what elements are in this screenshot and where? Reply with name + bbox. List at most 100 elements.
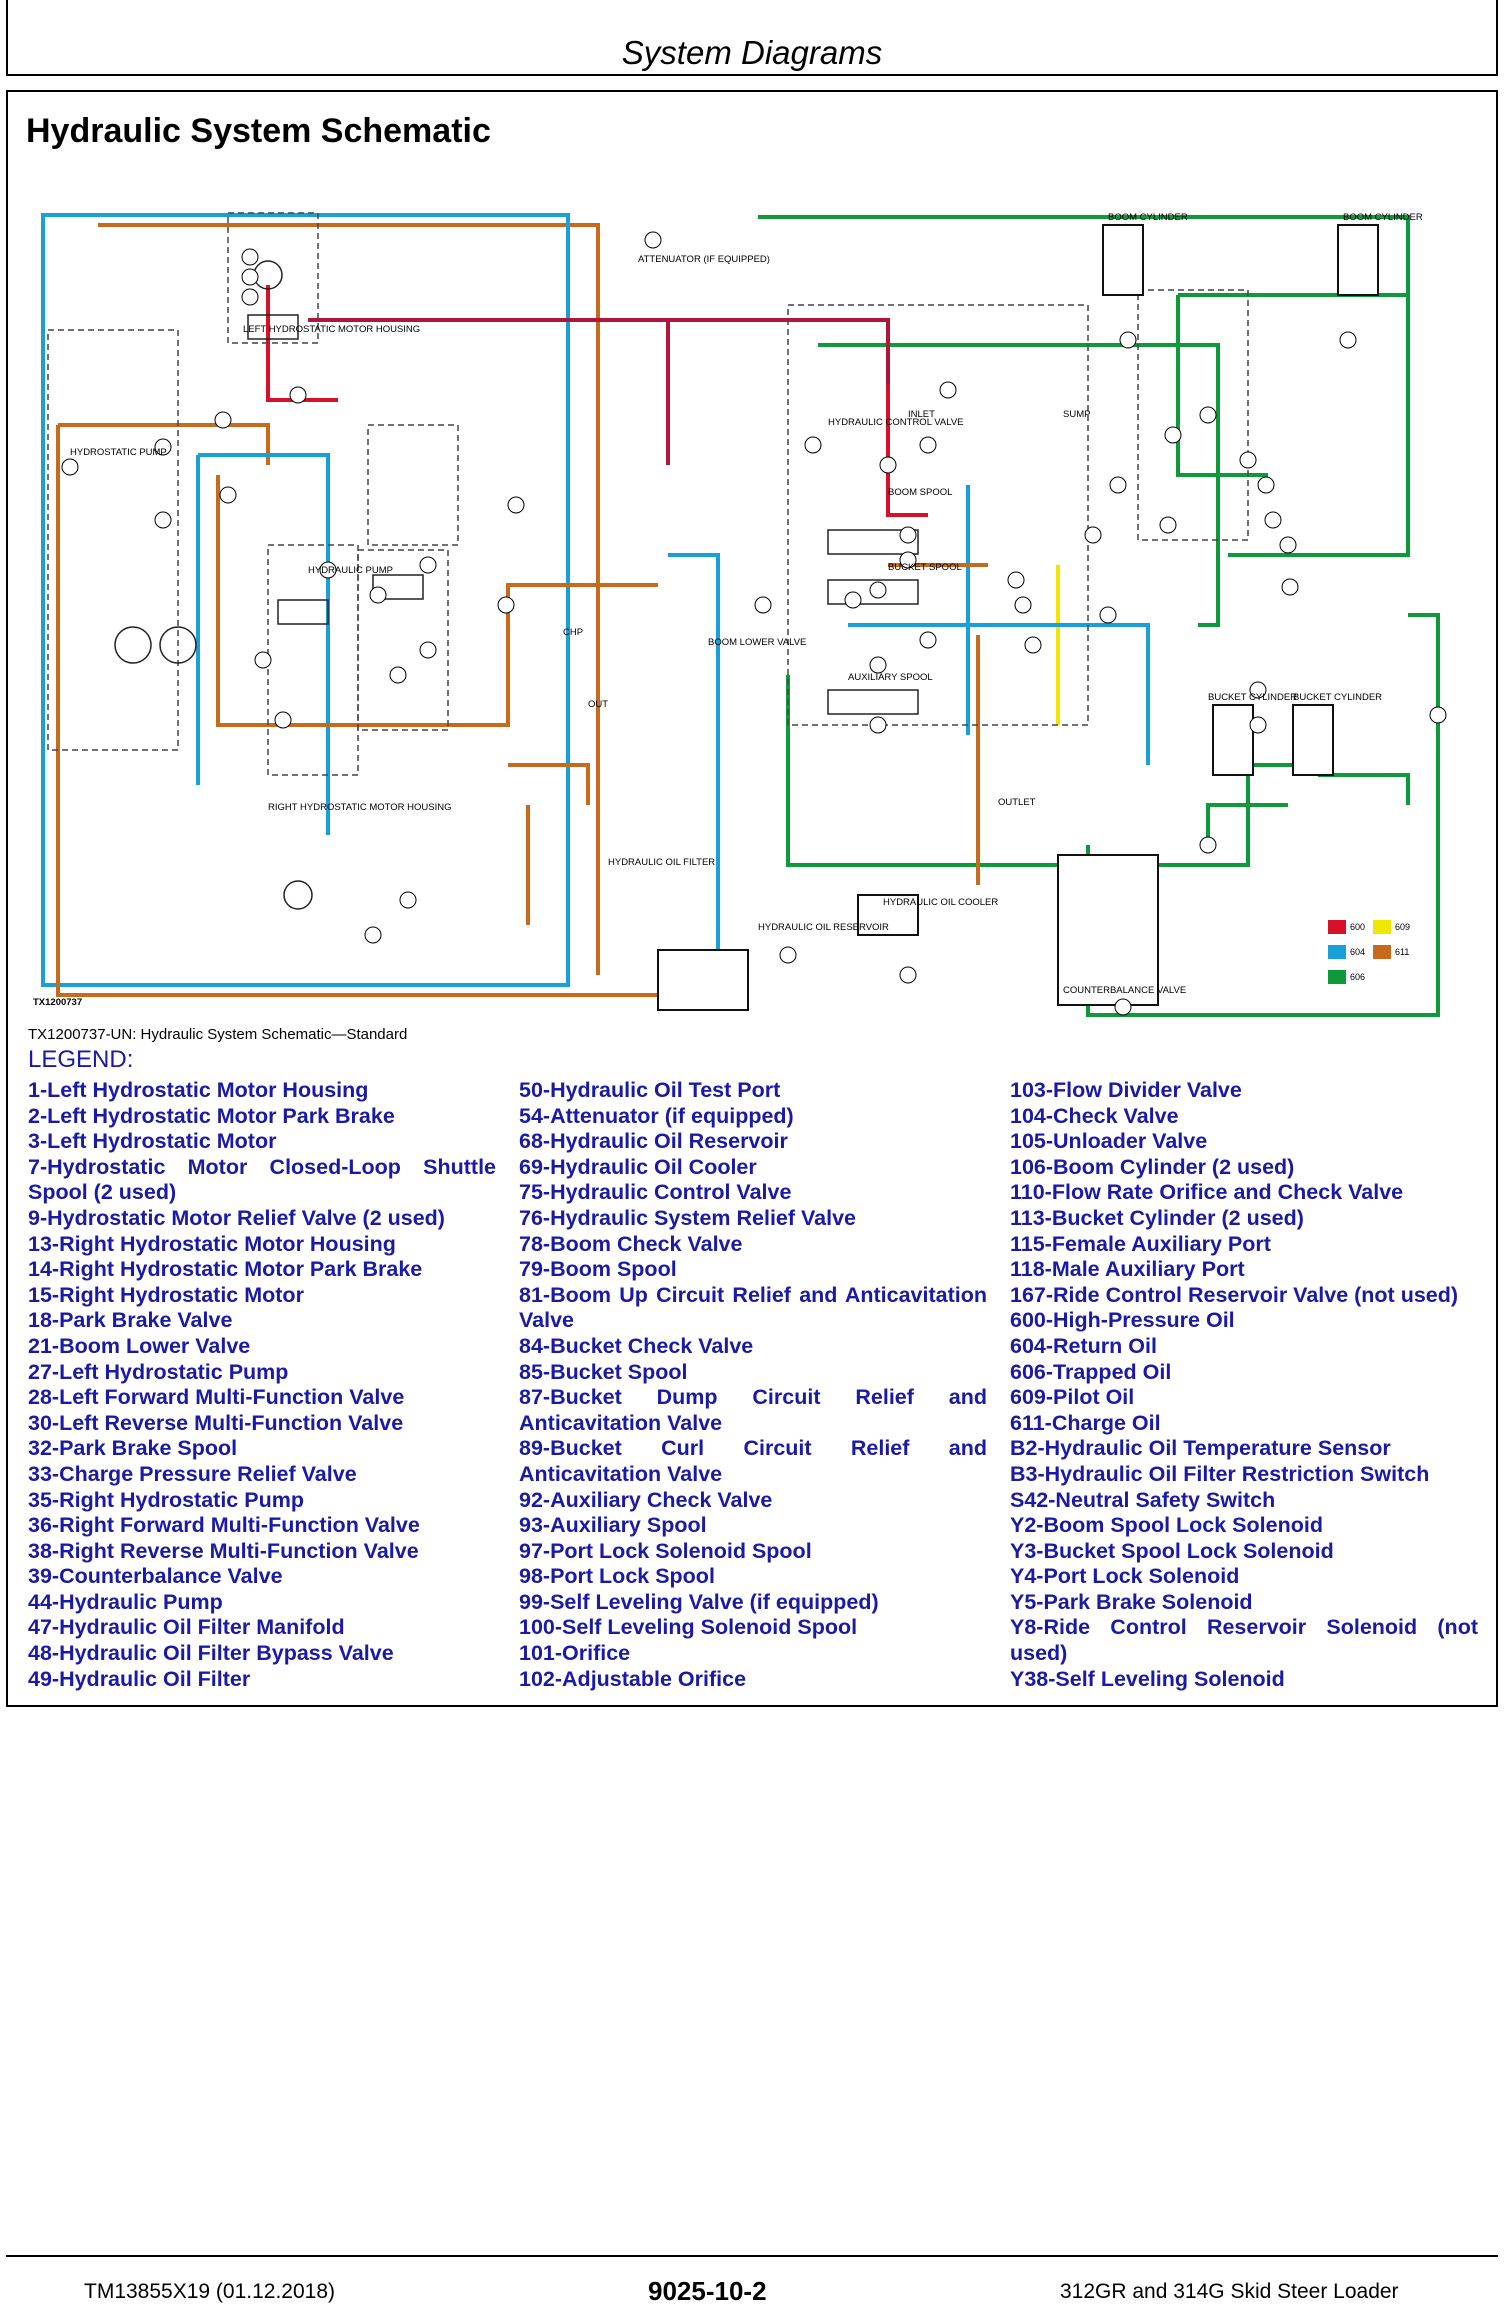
legend-item: Y5-Park Brake Solenoid [1010, 1589, 1253, 1614]
key-604: 604 [1350, 947, 1365, 957]
label-auxiliary-spool: AUXILIARY SPOOL [848, 672, 933, 683]
legend-item: 101-Orifice [519, 1641, 631, 1666]
control-valve-housing [787, 304, 1089, 726]
legend-item: 3-Left Hydrostatic Motor [28, 1129, 277, 1154]
label-oil-filter: HYDRAULIC OIL FILTER [608, 857, 715, 868]
label-boom-lower-valve: BOOM LOWER VALVE [708, 637, 806, 648]
key-611-swatch [1373, 945, 1391, 959]
key-611: 611 [1395, 947, 1409, 957]
legend-item: 81-Boom Up Circuit Relief and Anticavita… [519, 1282, 987, 1333]
legend-item: 99-Self Leveling Valve (if equipped) [519, 1589, 879, 1614]
legend-item: 89-Bucket Curl Circuit Relief and Antica… [519, 1436, 987, 1486]
label-outlet: OUTLET [998, 797, 1036, 808]
label-sump: SUMP [1063, 409, 1090, 420]
legend-item: 27-Left Hydrostatic Pump [28, 1359, 289, 1384]
legend-item: 79-Boom Spool [519, 1257, 677, 1282]
legend-title: LEGEND: [28, 1046, 134, 1073]
legend-item: 85-Bucket Spool [519, 1359, 688, 1384]
label-out: OUT [588, 699, 608, 710]
oil-cooler [857, 894, 919, 936]
key-606-swatch [1328, 970, 1346, 984]
legend-item: 68-Hydraulic Oil Reservoir [519, 1129, 788, 1154]
legend-item: 21-Boom Lower Valve [28, 1333, 251, 1358]
pressure-line-left [266, 285, 338, 402]
legend-item: 103-Flow Divider Valve [1010, 1078, 1242, 1102]
footer-rule [6, 2255, 1498, 2257]
bucket-line [1206, 773, 1410, 845]
figure-caption: TX1200737-UN: Hydraulic System Schematic… [28, 1026, 408, 1043]
legend-item: 2-Left Hydrostatic Motor Park Brake [28, 1103, 395, 1128]
legend-item: 39-Counterbalance Valve [28, 1564, 283, 1589]
legend-item: 54-Attenuator (if equipped) [519, 1103, 794, 1128]
key-604-swatch [1328, 945, 1346, 959]
footer-doc-id: TM13855X19 (01.12.2018) [84, 2280, 336, 2303]
pressure-line-spool [886, 385, 928, 517]
legend-item: 100-Self Leveling Solenoid Spool [519, 1615, 858, 1640]
park-brake-housing [367, 424, 459, 546]
label-control-valve: HYDRAULIC CONTROL VALVE [828, 417, 964, 428]
legend-item: 113-Bucket Cylinder (2 used) [1010, 1205, 1304, 1230]
trapped-line-top [758, 215, 1410, 557]
legend-item: 78-Boom Check Valve [519, 1231, 743, 1256]
legend-item: 611-Charge Oil [1010, 1410, 1161, 1435]
label-left-motor-housing: LEFT HYDROSTATIC MOTOR HOUSING [243, 324, 420, 335]
legend-item: 69-Hydraulic Oil Cooler [519, 1154, 757, 1179]
key-600-swatch [1328, 920, 1346, 934]
charge-line-filter [508, 763, 590, 925]
legend-item: 167-Ride Control Reservoir Valve (not us… [1010, 1282, 1459, 1307]
legend-item: 7-Hydrostatic Motor Closed-Loop Shuttle … [28, 1154, 496, 1205]
label-hydraulic-pump: HYDRAULIC PUMP [308, 565, 393, 576]
legend-item: S42-Neutral Safety Switch [1010, 1487, 1276, 1512]
legend-item: 84-Bucket Check Valve [519, 1333, 754, 1358]
legend-item: Y38-Self Leveling Solenoid [1010, 1666, 1285, 1691]
filter-housing [357, 549, 449, 731]
legend-item: 50-Hydraulic Oil Test Port [519, 1078, 781, 1102]
legend-item: 30-Left Reverse Multi-Function Valve [28, 1410, 404, 1435]
legend-item: 13-Right Hydrostatic Motor Housing [28, 1231, 396, 1256]
legend-item: 110-Flow Rate Orifice and Check Valve [1010, 1180, 1404, 1205]
legend-item: 87-Bucket Dump Circuit Relief and Antica… [519, 1385, 987, 1435]
hydraulic-schematic: LEFT HYDROSTATIC MOTOR HOUSING HYDROSTAT… [33, 212, 1447, 1017]
left-motor-housing [227, 212, 319, 344]
legend-item: 75-Hydraulic Control Valve [519, 1180, 792, 1205]
boom-cylinder-right [1337, 224, 1379, 296]
legend-item: 28-Left Forward Multi-Function Valve [28, 1385, 405, 1410]
header-title: System Diagrams [621, 34, 883, 71]
legend-item: 118-Male Auxiliary Port [1010, 1257, 1245, 1282]
label-attenuator: ATTENUATOR (IF EQUIPPED) [638, 254, 770, 265]
key-600: 600 [1350, 922, 1365, 932]
legend-item: Y2-Boom Spool Lock Solenoid [1010, 1513, 1323, 1538]
self-leveling-housing [1137, 289, 1249, 541]
legend-item: 32-Park Brake Spool [28, 1436, 238, 1461]
bucket-cylinder-left [1212, 704, 1254, 776]
legend-item: 49-Hydraulic Oil Filter [28, 1666, 251, 1691]
legend-item: 104-Check Valve [1010, 1103, 1179, 1128]
legend-item: 18-Park Brake Valve [28, 1308, 233, 1333]
legend-item: 76-Hydraulic System Relief Valve [519, 1205, 857, 1230]
label-right-motor-housing: RIGHT HYDROSTATIC MOTOR HOUSING [268, 802, 452, 813]
legend-item: 604-Return Oil [1010, 1333, 1157, 1358]
trapped-line-mid [818, 343, 1220, 627]
key-606: 606 [1350, 972, 1365, 982]
key-609-swatch [1373, 920, 1391, 934]
legend-item: 35-Right Hydrostatic Pump [28, 1487, 304, 1512]
legend-item: B3-Hydraulic Oil Filter Restriction Swit… [1010, 1461, 1430, 1486]
label-reservoir: HYDRAULIC OIL RESERVOIR [758, 922, 889, 933]
legend-item: 609-Pilot Oil [1010, 1385, 1135, 1410]
legend-item: 606-Trapped Oil [1010, 1359, 1172, 1384]
legend-item: 93-Auxiliary Spool [519, 1513, 707, 1538]
hydrostatic-pump-housing [47, 329, 179, 751]
footer-page-number: 9025-10-2 [648, 2276, 767, 2306]
legend-item: 1-Left Hydrostatic Motor Housing [28, 1078, 369, 1102]
bucket-cylinder-right [1292, 704, 1334, 776]
label-bucket-cylinder-left: BUCKET CYLINDER [1208, 692, 1297, 703]
legend-item: 105-Unloader Valve [1010, 1129, 1208, 1154]
reservoir [657, 949, 749, 1011]
legend-item: 14-Right Hydrostatic Motor Park Brake [28, 1257, 423, 1282]
footer-product: 312GR and 314G Skid Steer Loader [1060, 2280, 1399, 2303]
label-bucket-spool: BUCKET SPOOL [888, 562, 962, 573]
return-line-right [668, 485, 970, 965]
return-line-mid [196, 453, 330, 835]
legend-item: 9-Hydrostatic Motor Relief Valve (2 used… [28, 1205, 445, 1230]
